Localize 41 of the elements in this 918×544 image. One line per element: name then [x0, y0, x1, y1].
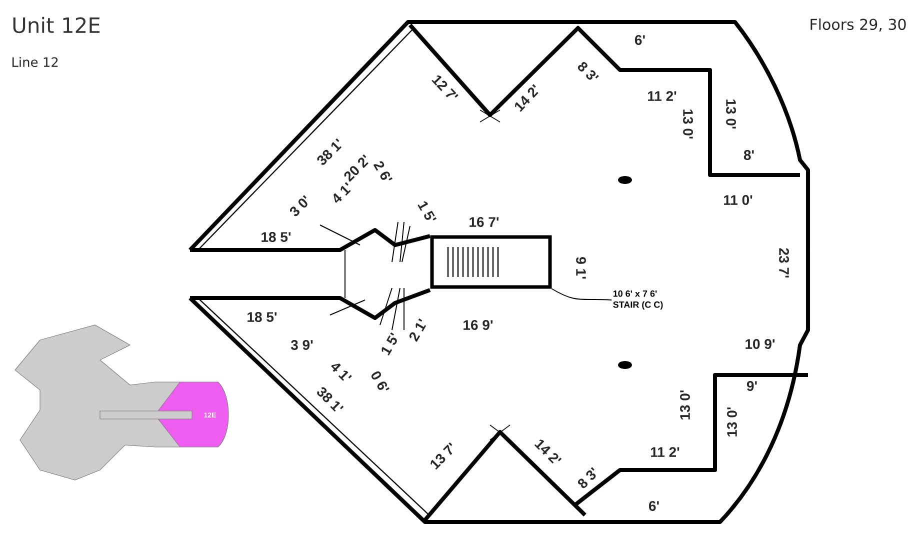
dimension-label: 2 1' — [409, 318, 426, 342]
dimension-label: 0 6' — [371, 371, 390, 390]
dimension-label: 20 2' — [344, 154, 368, 182]
stair-label: 10 6' x 7 6' STAIR (C C) — [613, 290, 663, 310]
dimension-label: 8 3' — [578, 62, 599, 80]
dimension-label: 18 5' — [248, 312, 277, 322]
dimension-label: 18 5' — [262, 232, 291, 242]
dimension-label: 14 2' — [514, 84, 538, 112]
dimension-label: 12 7' — [432, 75, 458, 98]
dimension-label: 16 9' — [464, 320, 493, 330]
dimension-label: 38 1' — [317, 138, 342, 165]
dimension-label: 14 2' — [534, 440, 562, 464]
dimension-label: 3 0' — [290, 195, 308, 216]
line-label: Line 12 — [12, 56, 58, 68]
dimension-label: 9 1' — [576, 257, 586, 279]
dimension-label: 38 1' — [317, 387, 344, 412]
dimension-label: 13 7' — [430, 442, 452, 470]
dimension-label: 11 0' — [724, 195, 752, 205]
dimension-label: 4 1' — [334, 182, 351, 203]
leader-line — [551, 288, 612, 300]
dimension-label: 2 6' — [373, 161, 392, 180]
floors-label: Floors 29, 30 — [810, 18, 906, 32]
dimension-label: 8' — [744, 150, 754, 160]
dimension-label: 10 9' — [746, 339, 775, 349]
dimension-label: 11 2' — [648, 91, 676, 101]
dimension-label: 1 5' — [418, 201, 437, 220]
dimension-label: 13 0' — [680, 390, 690, 420]
dimension-label: 1 5' — [382, 332, 397, 356]
dimension-label: 9' — [746, 381, 757, 391]
dimension-label: 4 1' — [331, 364, 352, 381]
unit-title: Unit 12E — [13, 16, 100, 34]
dimension-label: 11 2' — [650, 447, 680, 457]
dimension-label: 23 7' — [779, 248, 789, 278]
dimension-label: 6' — [648, 501, 659, 511]
dimension-label: 6' — [634, 35, 645, 45]
dimension-label: 13 0' — [683, 110, 693, 139]
dimension-label: 3 9' — [290, 340, 313, 350]
stair-box — [430, 235, 552, 289]
dimension-label: 8 3' — [578, 467, 596, 488]
dimension-label: 13 0' — [727, 407, 737, 436]
dimension-label: 13 0' — [726, 100, 736, 129]
